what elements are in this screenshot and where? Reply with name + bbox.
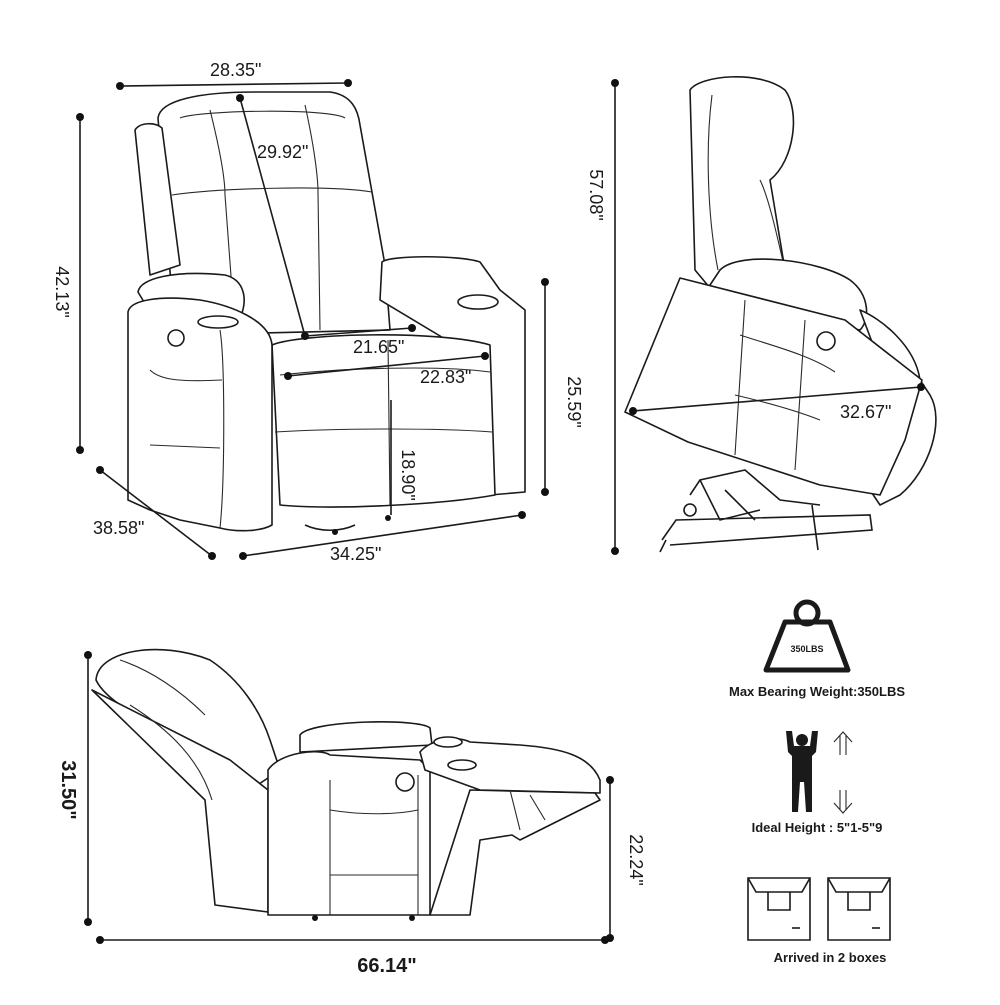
- weight-capacity: 350LBS Max Bearing Weight:350LBS: [729, 599, 905, 699]
- ideal-height-label: Ideal Height : 5"1-5"9: [752, 820, 883, 835]
- boxes-label: Arrived in 2 boxes: [774, 950, 887, 965]
- arrow-down-icon: [833, 790, 853, 814]
- max-weight-label: Max Bearing Weight:350LBS: [729, 684, 905, 699]
- box-icon: [827, 877, 891, 941]
- boxes-info: Arrived in 2 boxes: [747, 877, 891, 965]
- dim-width-bottom: 34.25": [330, 544, 381, 564]
- recline-view-chair: [91, 648, 601, 921]
- dim-arm-height: 25.59": [564, 376, 584, 427]
- dim-seat-depth: 21.65": [353, 337, 404, 357]
- dim-lift-diagonal: 32.67": [840, 402, 891, 422]
- dim-back-diagonal: 29.92": [257, 142, 308, 162]
- box-icon: [747, 877, 811, 941]
- dim-lift-height: 57.08": [586, 169, 606, 220]
- front-view-chair: [127, 91, 526, 535]
- dim-seat-width: 22.83": [420, 367, 471, 387]
- dim-recline-length: 66.14": [357, 955, 417, 977]
- dim-seat-height: 18.90": [398, 449, 418, 500]
- dim-depth: 38.58": [93, 518, 144, 538]
- recline-dimensions: 31.50" 22.24" 66.14": [57, 651, 646, 977]
- arrow-up-icon: [833, 731, 853, 755]
- dim-recline-arm-height: 22.24": [626, 834, 646, 885]
- person-icon: [786, 731, 818, 812]
- weight-badge: 350LBS: [790, 644, 823, 654]
- dim-recline-height: 31.50": [57, 760, 79, 820]
- lift-view-chair: [624, 76, 937, 553]
- dim-width-top: 28.35": [210, 60, 261, 80]
- front-dimensions: 28.35" 29.92" 42.13" 21.65" 22.83" 25.59…: [52, 60, 584, 564]
- ideal-height: Ideal Height : 5"1-5"9: [752, 731, 883, 835]
- dim-height: 42.13": [52, 266, 72, 317]
- lift-dimensions: 57.08" 32.67": [586, 79, 925, 555]
- weight-icon: [763, 599, 851, 673]
